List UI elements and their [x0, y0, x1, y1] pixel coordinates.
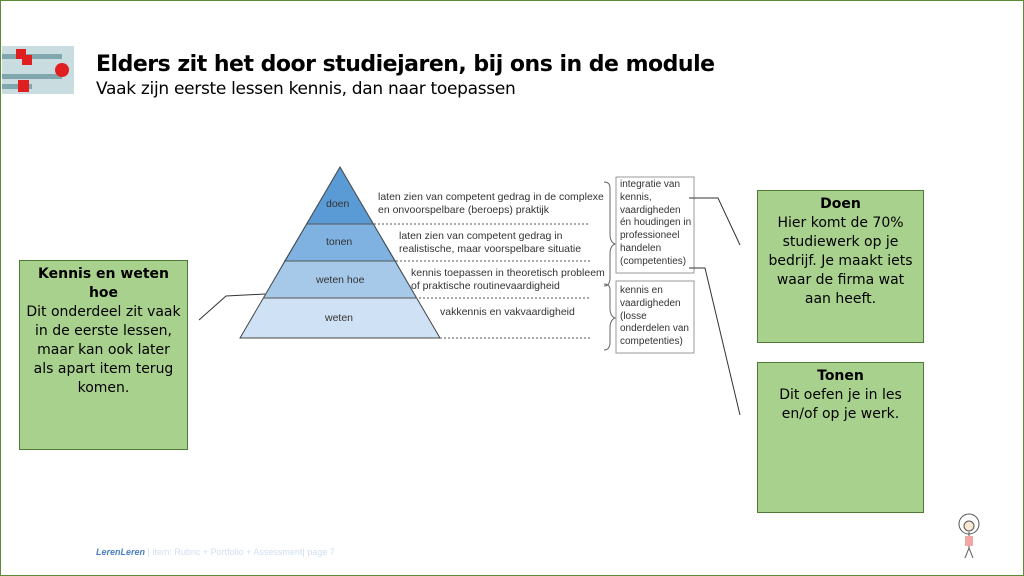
callout-tonen-body: Dit oefen je in les en/of op je werk.	[779, 387, 902, 422]
level-desc-weten: vakkennis en vakvaardigheid	[440, 306, 575, 318]
level-desc-tonen: laten zien van competent gedrag in reali…	[399, 230, 582, 255]
callout-kennis-title: Kennis en weten hoe	[38, 266, 169, 301]
footer-text: | item: Rubric + Portfolio + Assessment|…	[145, 547, 335, 557]
level-label-doen: doen	[326, 198, 350, 210]
group-label-losse-onderdelen: kennis en vaardigheden (losse onderdelen…	[620, 285, 689, 348]
level-desc-doen: laten zien van competent gedrag in de co…	[378, 191, 604, 216]
pyramid-level-tonen	[284, 224, 396, 261]
slide-title: Elders zit het door studiejaren, bij ons…	[96, 52, 715, 77]
pyramid-level-weten	[240, 298, 440, 338]
callout-kennis-body: Dit onderdeel zit vaak in de eerste less…	[26, 304, 181, 396]
level-label-tonen: tonen	[326, 236, 353, 248]
slide-subtitle: Vaak zijn eerste lessen kennis, dan naar…	[96, 79, 516, 99]
callout-doen: Doen Hier komt de 70% studiewerk op je b…	[757, 190, 924, 343]
logo-image	[2, 46, 74, 94]
footer: LerenLeren | item: Rubric + Portfolio + …	[96, 547, 335, 557]
level-label-weten-hoe: weten hoe	[316, 274, 365, 286]
level-label-weten: weten	[325, 312, 354, 324]
pyramid-level-doen	[306, 167, 374, 224]
group-label-competenties: integratie van kennis, vaardigheden én h…	[620, 179, 692, 267]
pyramid-level-weten-hoe	[263, 261, 417, 298]
callout-kennis: Kennis en weten hoe Dit onderdeel zit va…	[19, 260, 188, 450]
callout-doen-body: Hier komt de 70% studiewerk op je bedrij…	[768, 215, 913, 307]
callout-doen-title: Doen	[820, 196, 861, 212]
level-desc-weten-hoe: kennis toepassen in theoretisch probleem…	[411, 267, 605, 292]
callout-tonen: Tonen Dit oefen je in les en/of op je we…	[757, 362, 924, 513]
footer-brand: LerenLeren	[96, 547, 146, 557]
character-illustration-icon	[958, 513, 980, 559]
callout-tonen-title: Tonen	[817, 368, 864, 384]
